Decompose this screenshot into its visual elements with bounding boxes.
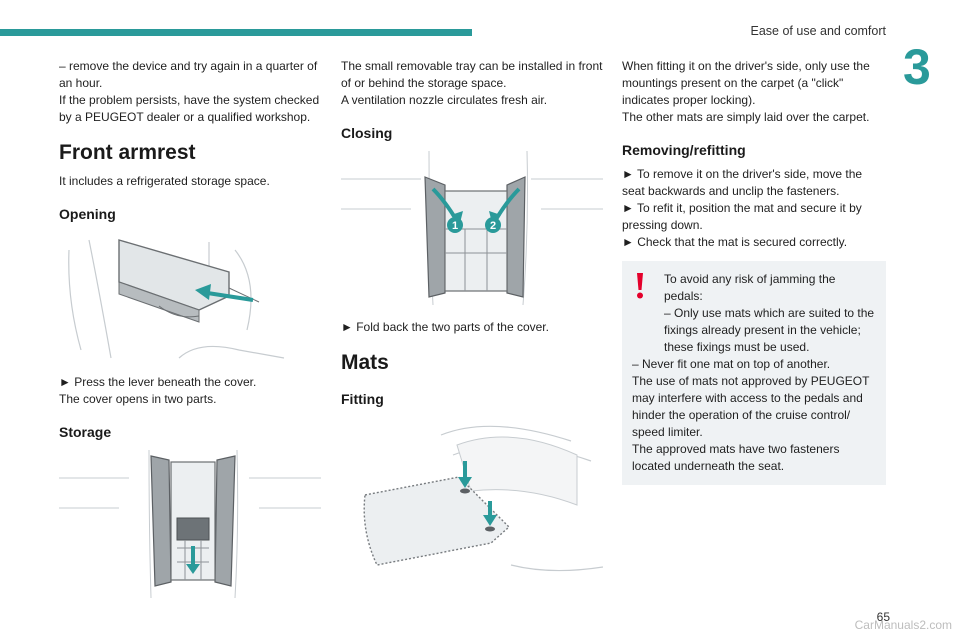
warning-line-2: – Only use mats which are suited to the … xyxy=(664,306,875,354)
warning-line-1: To avoid any risk of jamming the pedals: xyxy=(664,272,836,303)
storage-heading: Storage xyxy=(59,424,112,440)
page-number: 65 xyxy=(876,610,890,624)
armrest-intro: It includes a refrigerated storage space… xyxy=(59,174,270,188)
closing-illustration: 1 2 xyxy=(341,149,603,311)
removing-step-2: ► To refit it, position the mat and secu… xyxy=(622,201,862,232)
fitting-heading: Fitting xyxy=(341,391,384,407)
opening-illustration xyxy=(59,230,321,366)
tray-text-2: A ventilation nozzle circulates fresh ai… xyxy=(341,93,548,107)
callout-1-marker xyxy=(447,217,463,233)
header-accent-bar xyxy=(0,29,472,36)
closing-step: ► Fold back the two parts of the cover. xyxy=(341,320,549,334)
closing-heading: Closing xyxy=(341,125,393,141)
opening-heading: Opening xyxy=(59,206,116,222)
tray-text-1: The small removable tray can be installe… xyxy=(341,59,603,90)
callout-1-label: 1 xyxy=(452,220,458,232)
intro-line-1: – remove the device and try again in a q… xyxy=(59,59,318,90)
column-3: When fitting it on the driver's side, on… xyxy=(622,58,886,485)
removing-step-3: ► Check that the mat is secured correctl… xyxy=(622,235,848,249)
column-2: The small removable tray can be installe… xyxy=(341,58,603,601)
callout-2-marker xyxy=(485,217,501,233)
callout-2-label: 2 xyxy=(490,220,496,232)
fitting-text-2: The other mats are simply laid over the … xyxy=(622,110,870,124)
warning-box: To avoid any risk of jamming the pedals:… xyxy=(622,261,886,485)
removing-heading: Removing/refitting xyxy=(622,142,746,158)
fitting-illustration xyxy=(341,415,603,593)
section-title: Ease of use and comfort xyxy=(750,24,887,38)
watermark: CarManuals2.com xyxy=(854,618,952,632)
opening-step-1: ► Press the lever beneath the cover. xyxy=(59,375,257,389)
removing-step-1: ► To remove it on the driver's side, mov… xyxy=(622,167,863,198)
warning-line-4: The use of mats not approved by PEUGEOT … xyxy=(632,374,870,439)
fitting-text-1: When fitting it on the driver's side, on… xyxy=(622,59,870,107)
column-1: – remove the device and try again in a q… xyxy=(59,58,321,618)
mats-heading: Mats xyxy=(341,351,389,374)
storage-illustration xyxy=(59,448,321,610)
chapter-number: 3 xyxy=(903,39,931,95)
armrest-heading: Front armrest xyxy=(59,141,196,164)
warning-line-3: – Never fit one mat on top of another. xyxy=(632,357,831,371)
warning-line-5: The approved mats have two fasteners loc… xyxy=(632,442,840,473)
warning-exclamation-icon xyxy=(637,273,643,299)
opening-step-2: The cover opens in two parts. xyxy=(59,392,217,406)
intro-line-2: If the problem persists, have the system… xyxy=(59,93,320,124)
